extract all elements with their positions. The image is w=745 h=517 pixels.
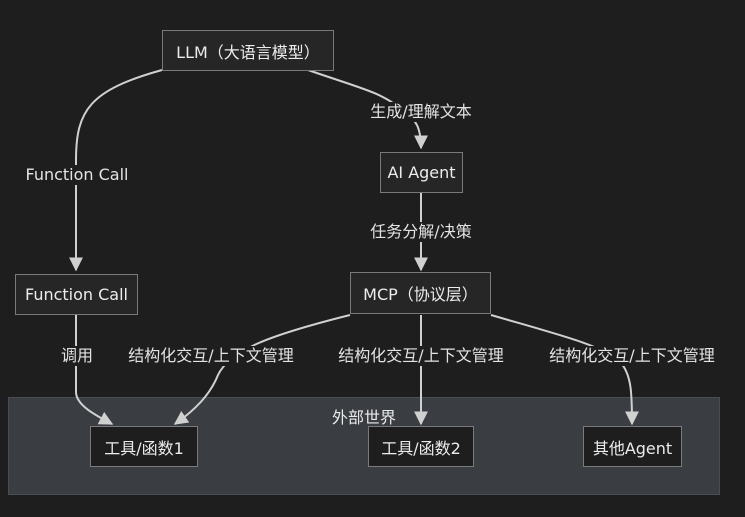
edge-function-call-tool1 (75, 314, 114, 425)
edge-label-llm-function-call: Function Call (23, 165, 131, 185)
function-call-node[interactable]: Function Call (15, 274, 138, 315)
edge-label-mcp-other-agent: 结构化交互/上下文管理 (547, 346, 717, 366)
edge-label-agent-mcp: 任务分解/决策 (368, 222, 474, 242)
tool2-node[interactable]: 工具/函数2 (368, 426, 474, 467)
tool1-node[interactable]: 工具/函数1 (90, 426, 198, 467)
other-agent-node-label: 其他Agent (592, 438, 673, 458)
tool1-node-label: 工具/函数1 (104, 438, 184, 458)
llm-node[interactable]: LLM（大语言模型） (162, 30, 334, 71)
tool2-node-label: 工具/函数2 (381, 438, 461, 458)
edge-mcp-tool1 (173, 314, 351, 425)
edge-label-mcp-tool2: 结构化交互/上下文管理 (336, 346, 506, 366)
mcp-node[interactable]: MCP（协议层） (350, 272, 491, 314)
edge-llm-function-call (69, 69, 163, 272)
edge-label-function-call-tool1: 调用 (58, 346, 96, 366)
function-call-node-label: Function Call (24, 285, 128, 304)
cluster-label: 外部世界 (331, 408, 396, 427)
edge-label-llm-agent: 生成/理解文本 (368, 102, 474, 122)
llm-node-label: LLM（大语言模型） (176, 42, 320, 62)
edge-label-mcp-tool1: 结构化交互/上下文管理 (126, 346, 296, 366)
other-agent-node[interactable]: 其他Agent (583, 426, 682, 467)
mcp-node-label: MCP（协议层） (363, 285, 478, 304)
edge-mcp-other-agent (490, 314, 639, 426)
ai-agent-node-label: AI Agent (387, 163, 456, 182)
ai-agent-node[interactable]: AI Agent (380, 152, 463, 193)
